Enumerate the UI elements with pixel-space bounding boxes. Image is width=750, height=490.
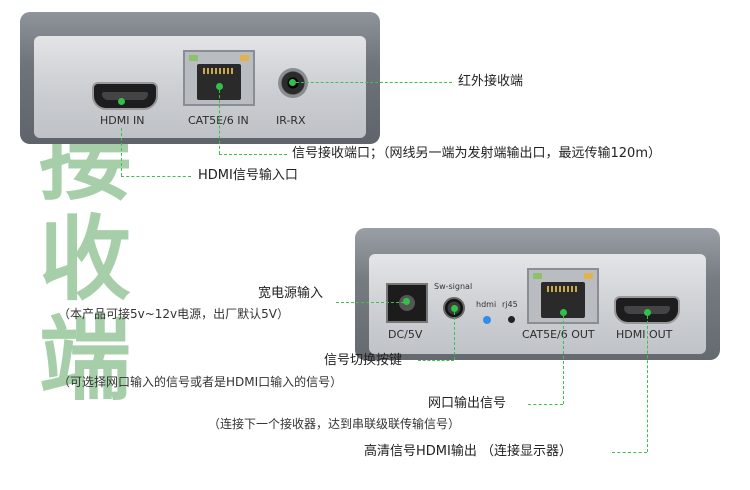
hdmi-out-label: HDMI OUT xyxy=(616,328,673,341)
ir-leader xyxy=(296,82,452,83)
hdmi-in-leader-h xyxy=(121,176,191,177)
hdmi-out-callout: 高清信号HDMI输出 （连接显示器） xyxy=(364,444,572,459)
switch-marker xyxy=(451,305,458,312)
cat-out-label: CAT5E/6 OUT xyxy=(522,328,595,341)
cat-in-leader-h xyxy=(219,154,287,155)
ir-rx-marker xyxy=(289,79,296,86)
hdmi-in-callout: HDMI信号输入口 xyxy=(198,168,298,183)
ir-callout: 红外接收端 xyxy=(458,74,524,89)
switch-leader-h xyxy=(418,360,454,361)
power-leader xyxy=(336,302,404,303)
hdmi-out-leader-v xyxy=(647,316,648,452)
cat-out-leader-h xyxy=(528,404,563,405)
sw-signal-label: Sw-signal xyxy=(434,282,473,291)
hdmi-in-label: HDMI IN xyxy=(100,114,145,127)
power-note: （本产品可接5v~12v电源，出厂默认5V） xyxy=(58,307,290,321)
hdmi-in-port xyxy=(92,82,158,110)
signal-in-callout: 信号接收端口；（网线另一端为发射端输出口，最远传输120m） xyxy=(292,146,661,161)
cat-in-marker xyxy=(216,83,223,90)
hdmi-status-led xyxy=(483,316,491,324)
switch-callout: 信号切换按键 xyxy=(324,353,403,368)
switch-note: （可选择网口输入的信号或者是HDMI口输入的信号） xyxy=(58,375,343,389)
rj45-led-label: rj45 xyxy=(502,300,518,309)
cat-out-leader-v xyxy=(563,316,564,404)
power-callout: 宽电源输入 xyxy=(258,286,324,301)
hdmi-out-leader-h xyxy=(612,452,647,453)
ir-rx-label: IR-RX xyxy=(276,114,306,127)
switch-leader-v xyxy=(454,312,455,360)
hdmi-led-label: hdmi xyxy=(476,300,497,309)
title-char-3: 端 xyxy=(38,306,131,413)
rj45-status-led xyxy=(508,316,515,323)
net-out-note: （连接下一个接收器，达到串联级联传输信号） xyxy=(208,417,461,431)
dc-marker xyxy=(403,298,410,305)
cat-in-leader-v xyxy=(219,90,220,154)
cat-out-marker xyxy=(560,309,567,316)
title-char-2: 收 xyxy=(38,206,131,313)
cat-in-label: CAT5E/6 IN xyxy=(188,114,249,127)
hdmi-in-marker xyxy=(118,98,125,105)
hdmi-in-leader-v xyxy=(121,128,122,176)
dc-label: DC/5V xyxy=(388,328,423,341)
hdmi-out-marker xyxy=(644,309,651,316)
net-out-callout: 网口输出信号 xyxy=(428,396,507,411)
